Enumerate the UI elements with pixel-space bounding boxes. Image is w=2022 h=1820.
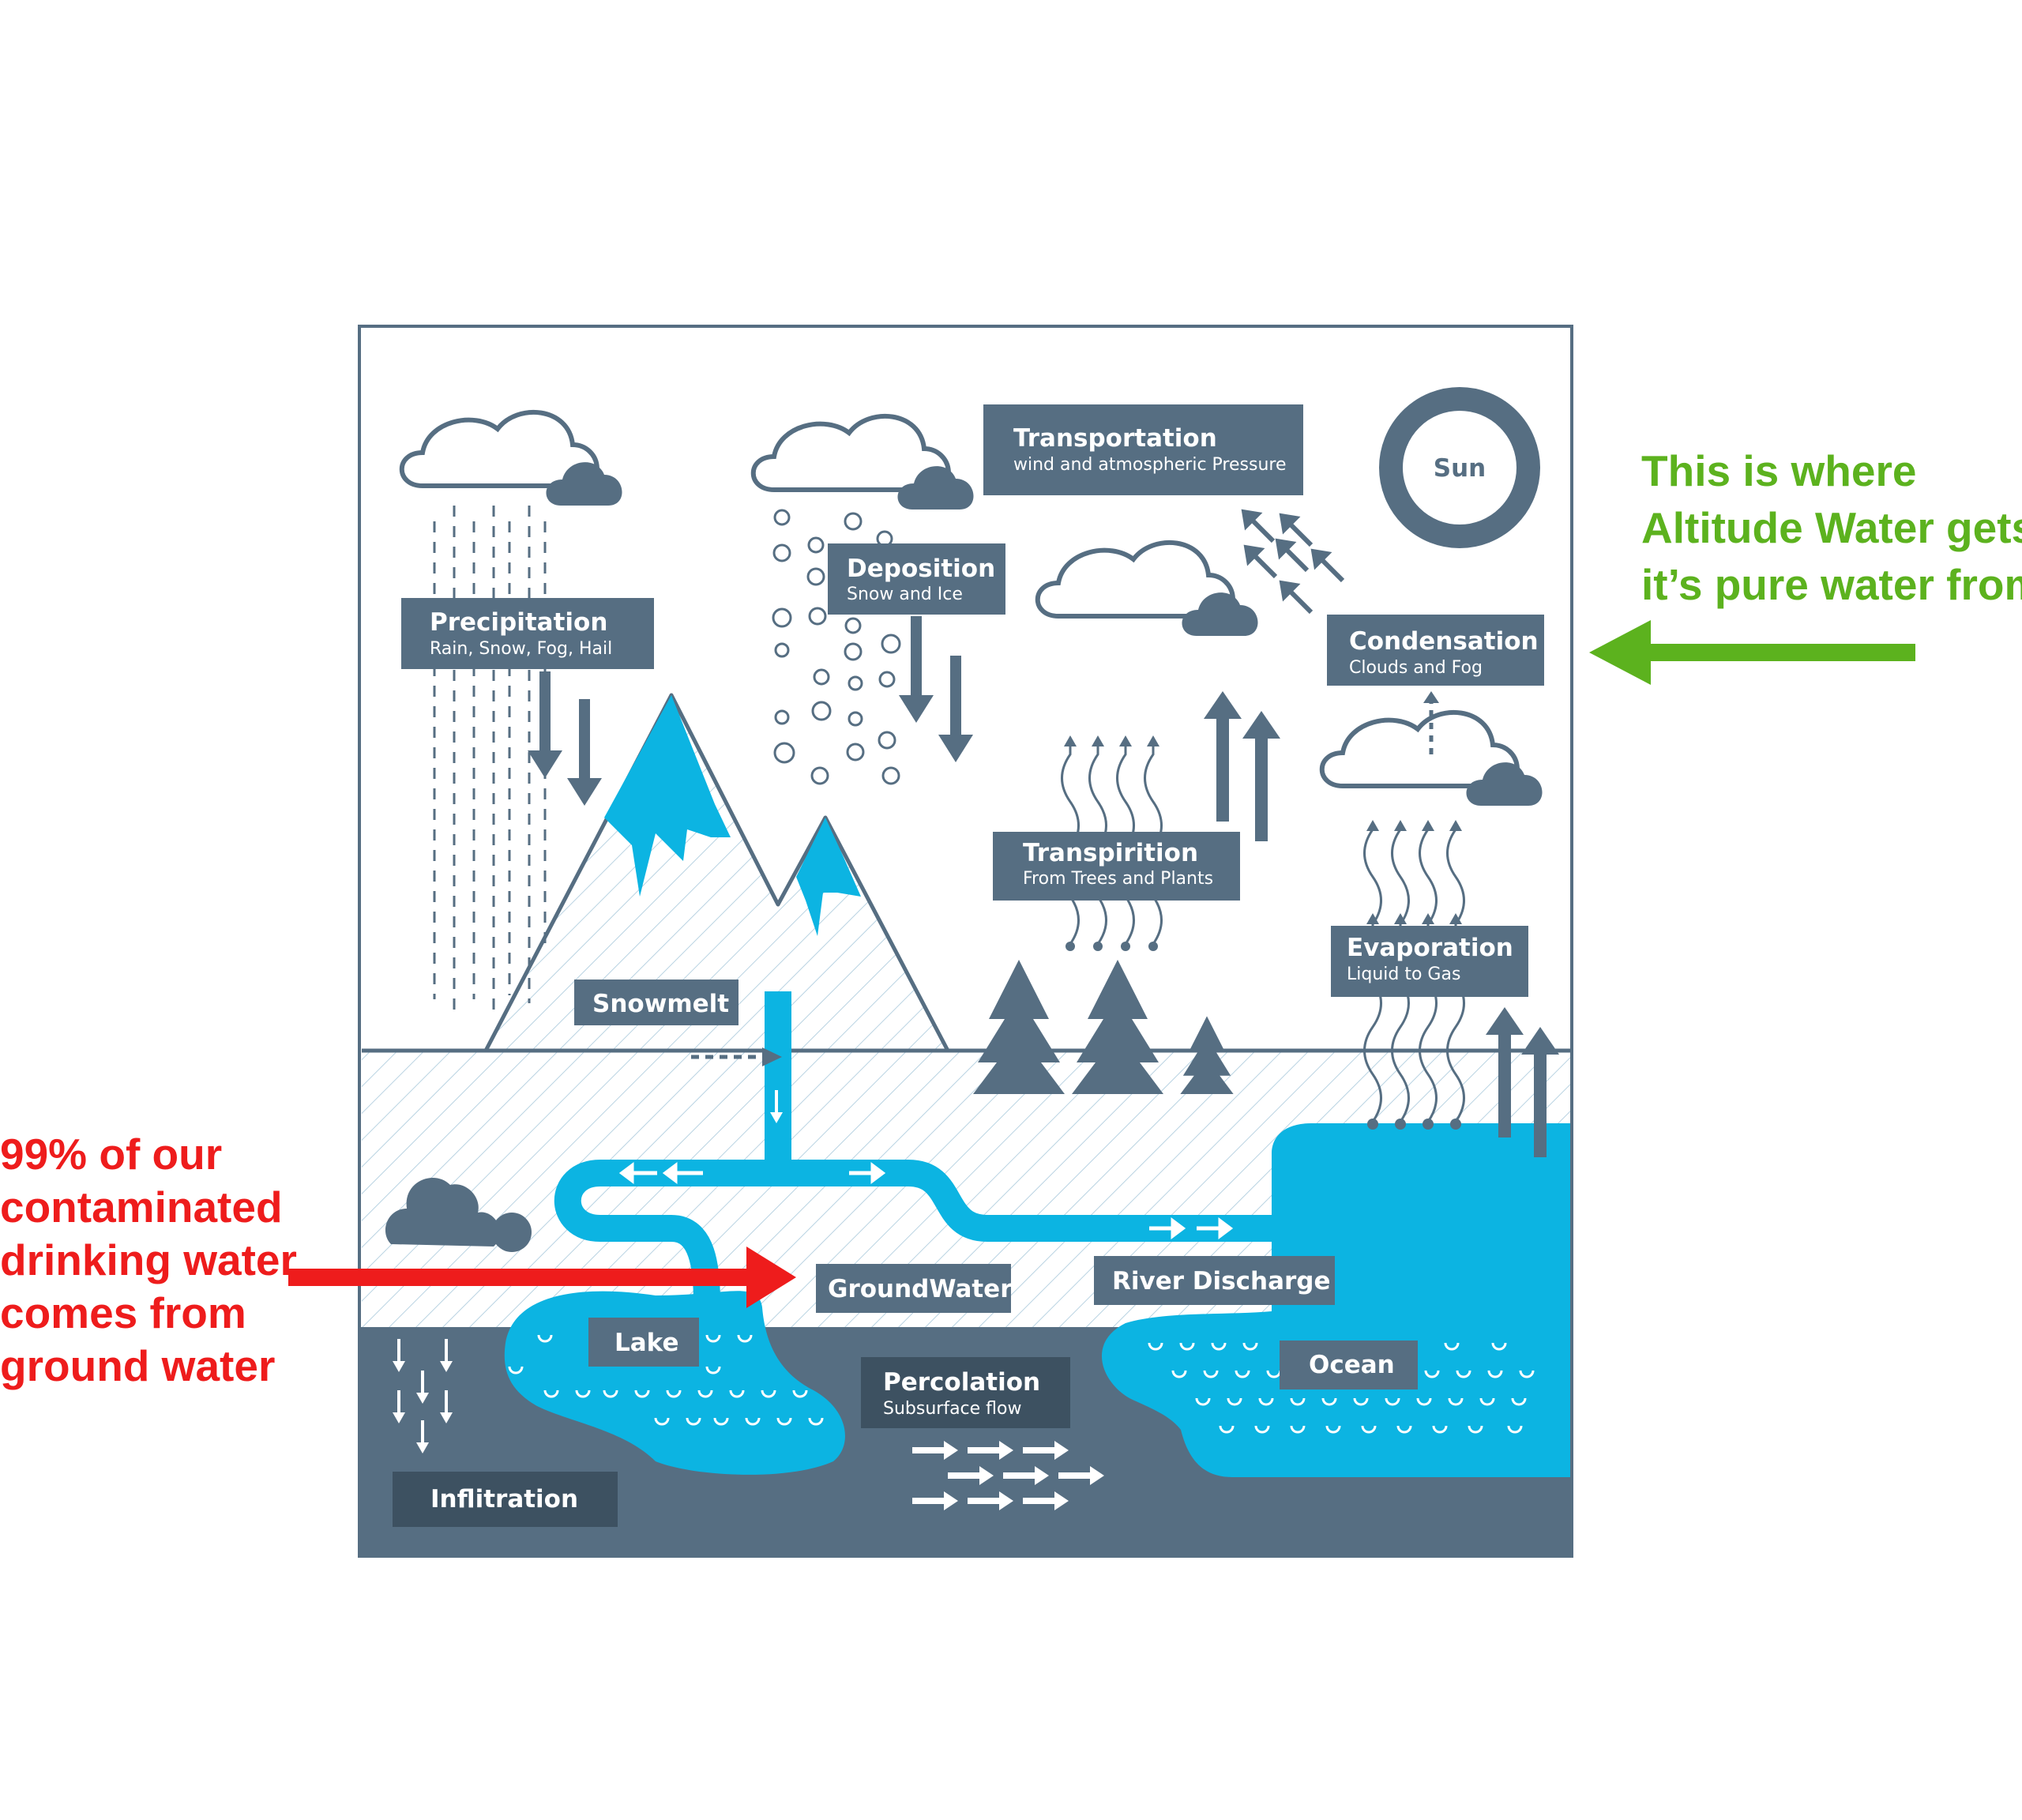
annotation-groundwater: 99% of our contaminated drinking water c… bbox=[0, 1128, 297, 1393]
groundwater-title: GroundWater bbox=[828, 1275, 1013, 1303]
annotation-line: it’s pure water from bbox=[1641, 560, 2022, 609]
transpiration-subtitle: From Trees and Plants bbox=[1023, 869, 1213, 889]
annotation-line: comes from bbox=[0, 1288, 246, 1337]
precipitation-title: Precipitation bbox=[430, 608, 607, 637]
mountains bbox=[483, 693, 950, 1053]
annotation-line: contaminated bbox=[0, 1183, 283, 1232]
transport-arrows bbox=[1241, 509, 1345, 615]
river-discharge-title: River Discharge bbox=[1112, 1267, 1331, 1295]
annotation-line: drinking water bbox=[0, 1235, 297, 1284]
label-groundwater: GroundWater bbox=[816, 1264, 1013, 1313]
label-transpiration: Transpirition From Trees and Plants bbox=[993, 832, 1240, 901]
evaporation-title: Evaporation bbox=[1347, 934, 1513, 962]
label-infiltration: Inflitration bbox=[393, 1472, 618, 1527]
condensation-title: Condensation bbox=[1349, 627, 1539, 656]
annotation-line: 99% of our bbox=[0, 1130, 223, 1179]
percolation-title: Percolation bbox=[883, 1368, 1040, 1397]
sun-icon: Sun bbox=[1379, 387, 1540, 548]
annotation-line: This is where bbox=[1641, 446, 1917, 495]
ocean-water bbox=[1101, 1123, 1572, 1477]
lake-title: Lake bbox=[614, 1329, 678, 1357]
diagram-frame bbox=[358, 325, 1573, 1558]
cloud-icon bbox=[754, 416, 974, 510]
cloud-icon bbox=[1038, 543, 1258, 636]
evaporation-subtitle: Liquid to Gas bbox=[1347, 965, 1460, 984]
condensation-subtitle: Clouds and Fog bbox=[1349, 658, 1483, 678]
deposition-subtitle: Snow and Ice bbox=[847, 585, 963, 604]
label-transportation: Transportation wind and atmospheric Pres… bbox=[983, 404, 1303, 495]
transportation-title: Transportation bbox=[1013, 424, 1217, 453]
sun-label: Sun bbox=[1434, 454, 1486, 483]
label-snowmelt: Snowmelt bbox=[574, 980, 739, 1025]
snowflake-circle-icon bbox=[772, 509, 901, 785]
red-arrow-icon bbox=[288, 1247, 796, 1308]
rain-drop-icon bbox=[433, 506, 547, 1011]
rocks bbox=[385, 1178, 532, 1252]
label-condensation: Condensation Clouds and Fog bbox=[1327, 615, 1544, 686]
infiltration-title: Inflitration bbox=[430, 1485, 578, 1514]
ocean-title: Ocean bbox=[1309, 1351, 1395, 1379]
transportation-subtitle: wind and atmospheric Pressure bbox=[1013, 455, 1286, 475]
label-lake: Lake bbox=[588, 1318, 699, 1367]
label-ocean: Ocean bbox=[1280, 1341, 1418, 1389]
green-arrow-icon bbox=[1589, 620, 1915, 685]
annotation-line: Altitude Water gets bbox=[1641, 503, 2022, 552]
cloud-icon bbox=[402, 412, 622, 506]
annotation-line: ground water bbox=[0, 1341, 276, 1390]
annotation-altitude-water: This is where Altitude Water gets it’s p… bbox=[1641, 442, 2022, 613]
river bbox=[554, 991, 791, 1304]
label-evaporation: Evaporation Liquid to Gas bbox=[1331, 926, 1528, 997]
percolation-subtitle: Subsurface flow bbox=[883, 1399, 1021, 1419]
label-deposition: Deposition Snow and Ice bbox=[828, 543, 1005, 615]
transpiration-title: Transpirition bbox=[1023, 839, 1198, 867]
precipitation-subtitle: Rain, Snow, Fog, Hail bbox=[430, 639, 612, 659]
label-percolation: Percolation Subsurface flow bbox=[861, 1357, 1070, 1428]
snowmelt-title: Snowmelt bbox=[592, 990, 729, 1018]
label-river-discharge: River Discharge bbox=[1094, 1256, 1335, 1305]
deposition-title: Deposition bbox=[847, 555, 995, 583]
label-precipitation: Precipitation Rain, Snow, Fog, Hail bbox=[401, 598, 654, 669]
